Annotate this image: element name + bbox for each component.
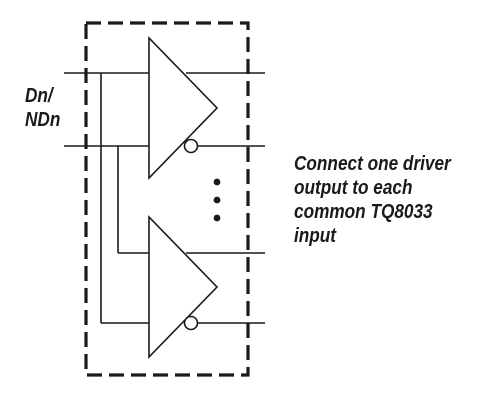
note-line: input: [294, 225, 337, 247]
input-label-line: Dn/: [25, 85, 53, 107]
input-signal-label: Dn/ NDn: [25, 84, 60, 132]
driver-triangle-2: [148, 215, 219, 359]
note-line: output to each: [294, 177, 413, 199]
note-line: Connect one driver: [294, 153, 451, 175]
connection-note: Connect one driver output to each common…: [294, 152, 451, 248]
inversion-bubble-1: [183, 138, 199, 154]
inversion-bubble-2: [183, 315, 199, 331]
driver-triangle-1: [148, 36, 219, 180]
ellipsis-dot: [213, 178, 221, 186]
ellipsis-dot: [213, 196, 221, 204]
input-label-line: NDn: [25, 109, 61, 131]
package-boundary: [84, 21, 250, 377]
note-line: common TQ8033: [294, 201, 433, 223]
ellipsis-dot: [213, 214, 221, 222]
